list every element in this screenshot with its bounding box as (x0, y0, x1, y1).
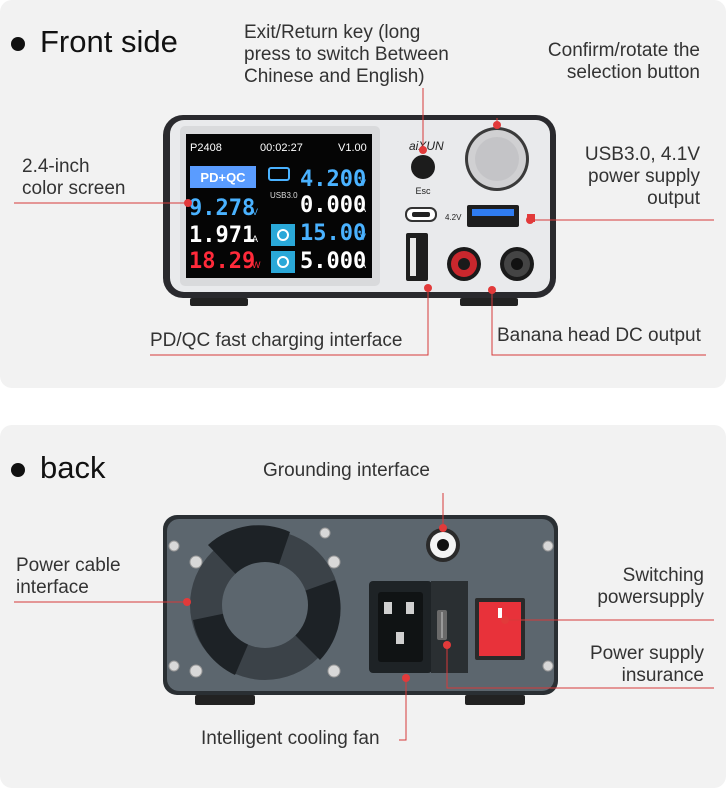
usb-a-port (406, 233, 428, 281)
set-voltage-unit: V (360, 232, 366, 242)
left-current-unit: A (252, 234, 258, 244)
device-foot (465, 695, 525, 705)
usb-icon (268, 167, 290, 181)
back-callout-dots (183, 524, 509, 682)
screen-version: V1.00 (338, 142, 367, 154)
confirm-button-label: Confirm/rotate the selection button (548, 40, 700, 84)
label-line: Switching (622, 565, 704, 586)
left-voltage: 9.278 (189, 196, 255, 221)
switch-label: Switching powersupply (597, 565, 704, 609)
esc-label: Esc (415, 186, 431, 196)
port-voltage-label: 4.2V (445, 213, 462, 222)
screws (168, 527, 554, 678)
label-line: interface (16, 577, 89, 598)
front-callout-dots (184, 121, 534, 294)
left-current: 1.971 (189, 223, 255, 248)
left-power: 18.29 (189, 249, 255, 274)
label-line: 2.4-inch (22, 156, 90, 177)
fuse-label: Power supply insurance (590, 643, 704, 687)
set-current-unit: A (360, 260, 366, 270)
label-line: USB3.0, 4.1V (584, 144, 700, 165)
set-current: 5.000 (300, 249, 366, 274)
mode-badge (190, 166, 256, 188)
device-foot (190, 298, 248, 306)
lcd-screen: P2408 00:02:27 V1.00 PD+QC USB3.0 4.200 … (186, 134, 372, 278)
label-line: insurance (621, 665, 704, 686)
bullet-icon (11, 463, 25, 477)
front-device: P2408 00:02:27 V1.00 PD+QC USB3.0 4.200 … (163, 115, 556, 306)
device-foot (195, 695, 255, 705)
right-voltage: 4.200 (300, 167, 366, 192)
screen-model: P2408 (190, 142, 222, 154)
cooling-fan (190, 525, 341, 680)
brand-logo: aiXUN (409, 139, 444, 153)
grounding-label: Grounding interface (263, 460, 430, 481)
pdqc-label: PD/QC fast charging interface (150, 330, 403, 351)
usb-output-label: USB3.0, 4.1V power supply output (585, 144, 700, 210)
voltage-set-icon (271, 224, 295, 246)
left-voltage-unit: V (252, 207, 258, 217)
left-power-unit: W (252, 260, 261, 270)
screen-time: 00:02:27 (260, 142, 303, 154)
label-line: selection button (566, 62, 700, 83)
fan-label: Intelligent cooling fan (201, 728, 380, 749)
right-current-unit: A (360, 204, 366, 214)
exit-key-label: Exit/Return key (long press to switch Be… (244, 22, 449, 88)
label-line: Chinese and English) (244, 66, 425, 87)
label-line: powersupply (597, 587, 704, 608)
esc-button (411, 155, 435, 179)
fuse-holder (431, 581, 468, 673)
label-line: color screen (22, 178, 126, 199)
back-device (163, 515, 558, 705)
label-line: power supply (588, 166, 700, 187)
mode-text: PD+QC (200, 170, 246, 185)
label-line: Power cable (16, 555, 121, 576)
current-set-icon (271, 251, 295, 273)
right-voltage-unit: V (360, 178, 366, 188)
right-current: 0.000 (300, 193, 366, 218)
front-title: Front side (40, 24, 178, 59)
back-callout-lines (14, 493, 714, 741)
label-line: Power supply (589, 643, 704, 664)
bullet-icon (11, 37, 25, 51)
back-title: back (40, 450, 106, 485)
label-line: output (647, 188, 700, 209)
power-cable-label: Power cable interface (16, 555, 121, 599)
screen-label: 2.4-inch color screen (22, 156, 126, 200)
banana-label: Banana head DC output (497, 325, 701, 346)
device-foot (460, 298, 518, 306)
usb-label: USB3.0 (270, 191, 298, 200)
label-line: Exit/Return key (long (244, 22, 421, 43)
set-voltage: 15.00 (300, 221, 366, 246)
label-line: press to switch Between (244, 44, 449, 65)
label-line: Confirm/rotate the (547, 40, 700, 61)
